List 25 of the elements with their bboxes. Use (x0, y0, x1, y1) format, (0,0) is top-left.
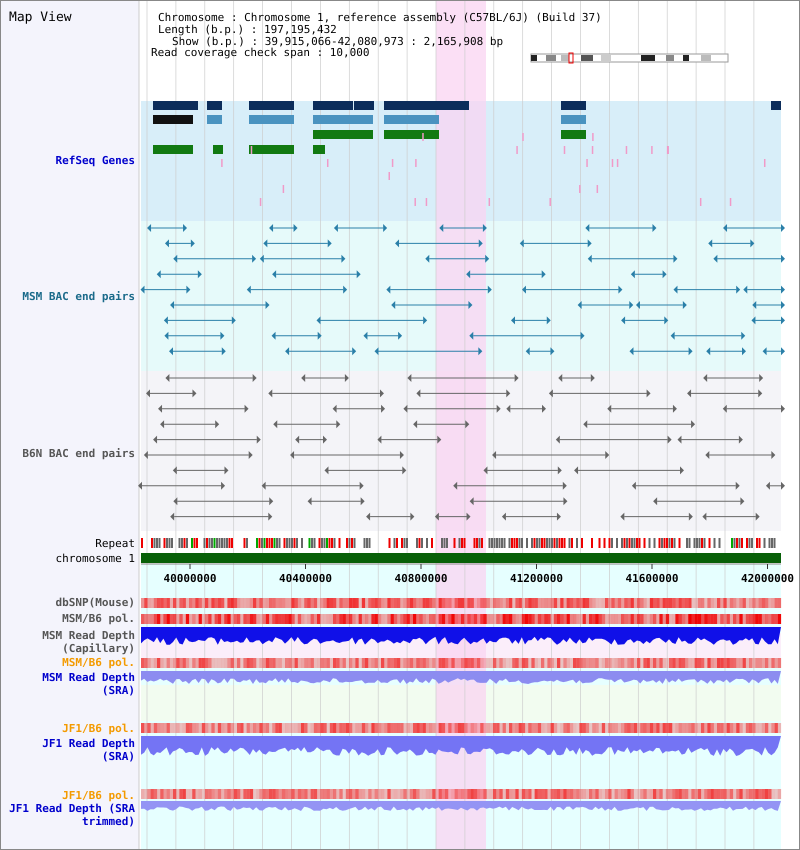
axis-tick-label: 42000000 (740, 572, 795, 585)
track-label: MSM/B6 pol. (61, 612, 135, 625)
track-label: dbSNP(Mouse) (54, 596, 135, 609)
track-label: MSM Read Depth (SRA) (41, 671, 135, 697)
track-label: B6N BAC end pairs (21, 447, 135, 460)
track-label: JF1 Read Depth (SRA) (41, 737, 135, 763)
axis-tick-label: 40000000 (162, 572, 218, 585)
header-line: Show (b.p.) : 39,915,066-42,080,973 : 2,165,908 bp (172, 35, 504, 48)
track-label: JF1 Read Depth (SRA trimmed) (8, 802, 135, 828)
axis-tick-label: 40800000 (394, 572, 448, 585)
track-label: RefSeq Genes (54, 154, 135, 167)
page-title: Map View (9, 11, 72, 24)
header-line: Read coverage check span : 10,000 (151, 46, 370, 59)
track-label: JF1/B6 pol. (61, 722, 135, 735)
track-label: chromosome 1 (54, 552, 135, 565)
axis-tick-label: 40400000 (278, 572, 333, 585)
header-line: Length (b.p.) : 197,195,432 (158, 23, 337, 36)
axis-tick-label: 41200000 (509, 572, 564, 585)
track-label: MSM/B6 pol. (61, 656, 135, 669)
axis-tick-label: 41600000 (624, 572, 680, 585)
track-label: Repeat (94, 537, 135, 550)
header-line: Chromosome : Chromosome 1, reference assembly (C57BL/6J) (Build 37) (158, 11, 602, 24)
track-label: MSM BAC end pairs (21, 290, 135, 303)
track-label: JF1/B6 pol. (61, 789, 135, 802)
track-label: MSM Read Depth (Capillary) (41, 629, 135, 655)
